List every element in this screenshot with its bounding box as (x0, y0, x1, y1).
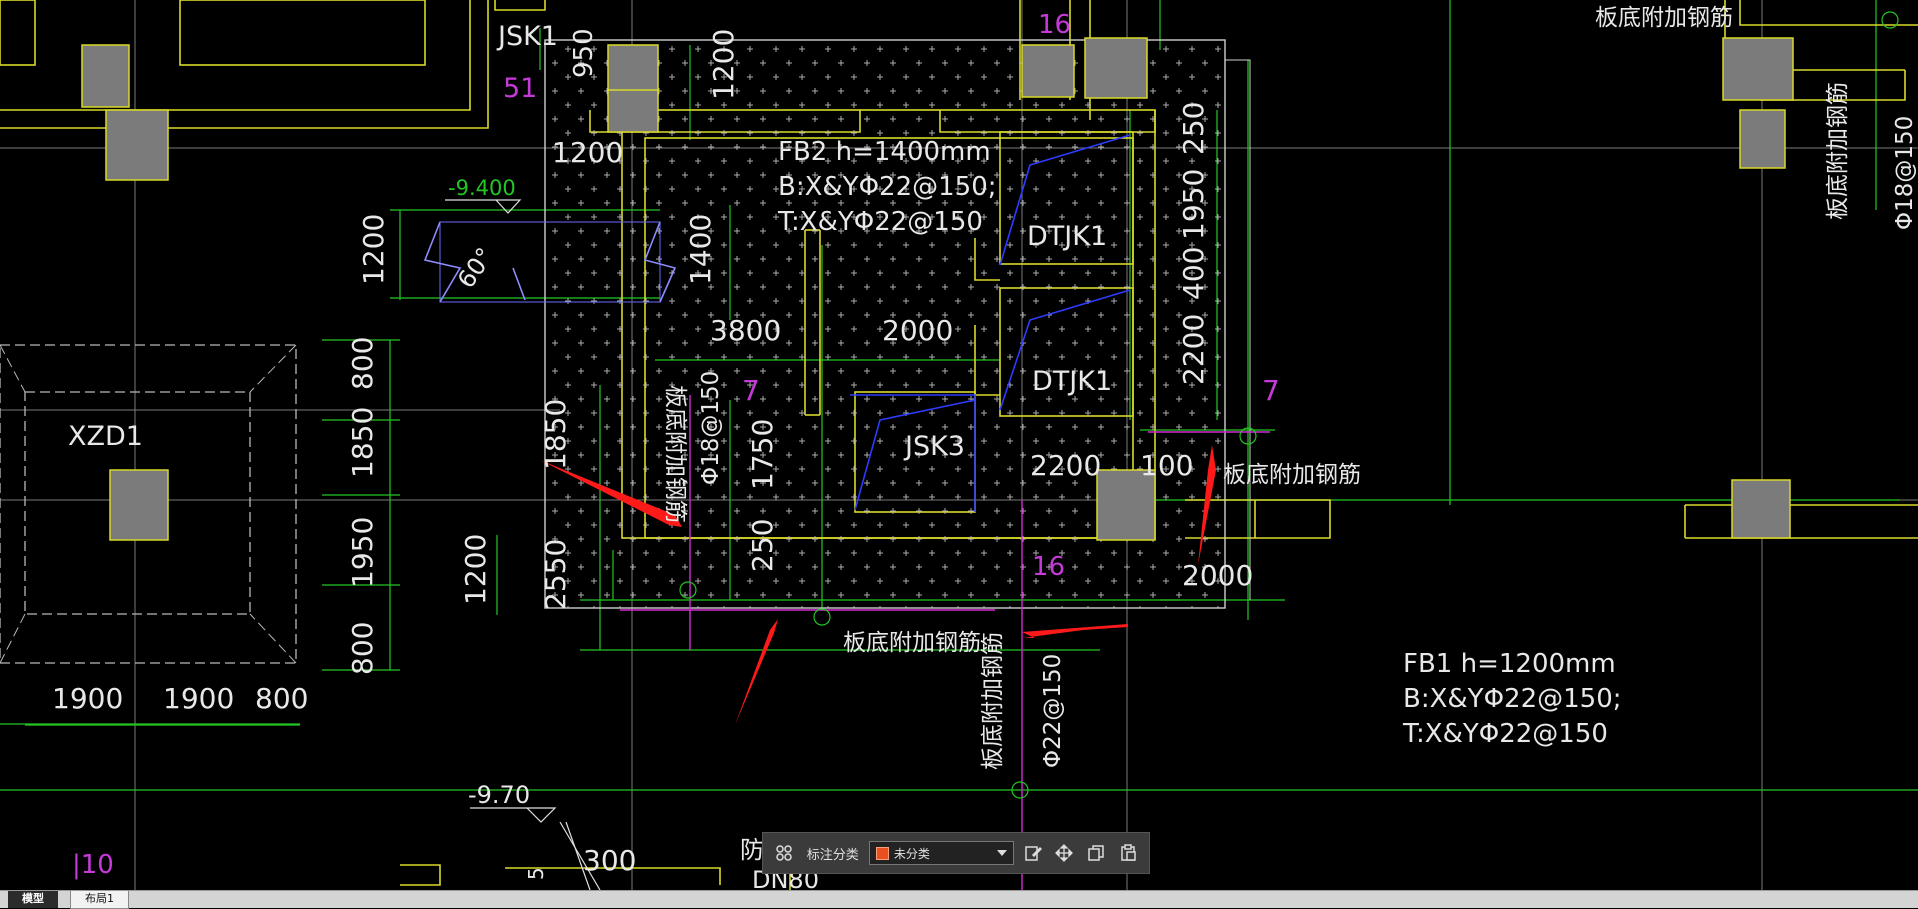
dim-v-1950-right: 1950 (1177, 169, 1210, 240)
fb1-line2: B:X&YΦ22@150; (1403, 684, 1622, 714)
grid-menu-icon[interactable] (771, 840, 797, 866)
elevation-970: -9.70 (468, 781, 530, 809)
dim-h-2200: 2200 (1030, 449, 1101, 482)
dim-v-250-top: 250 (1177, 102, 1210, 155)
annotation-toolbar: 标注分类 未分类 (762, 832, 1150, 874)
fb2-line1: FB2 h=1400mm (778, 137, 991, 167)
stair-lines (423, 134, 1131, 512)
rebar-note-top-right: 板底附加钢筋 (1595, 5, 1733, 31)
dim-v-400: 400 (1177, 247, 1210, 300)
chevron-down-icon (996, 850, 1007, 856)
magenta-lines (620, 395, 1270, 890)
dim-h-3800: 3800 (710, 314, 781, 347)
edit-icon[interactable] (1020, 840, 1046, 866)
dim-v-800-top: 800 (346, 337, 379, 390)
category-label: 标注分类 (806, 847, 859, 863)
rebar-spec-18-right: Φ18@150 (1892, 116, 1918, 230)
dim-v-1950: 1950 (346, 517, 379, 588)
dim-h-100: 100 (1140, 449, 1193, 482)
label-axis-16-top: 16 (1038, 10, 1071, 40)
dim-v-1850-mid: 1850 (539, 399, 572, 470)
rebar-spec-22: Φ22@150 (1040, 654, 1066, 768)
dim-v-1200-left: 1200 (357, 214, 390, 285)
column-squares (81, 37, 1794, 541)
dim-h-1900-a: 1900 (52, 682, 123, 715)
label-jsk1: JSK1 (496, 21, 558, 52)
dim-v-1200-top: 1200 (707, 29, 740, 100)
fb1-line3: T:X&YΦ22@150 (1402, 719, 1608, 749)
fb2-line2: B:X&YΦ22@150; (778, 172, 997, 202)
label-5: 5 (524, 867, 548, 880)
dim-h-2000-b: 2000 (1182, 559, 1253, 592)
dim-v-800-bottom: 800 (346, 622, 379, 675)
tab-model[interactable]: 模型 (8, 891, 58, 908)
slope-label: 60° (452, 243, 499, 294)
dim-v-1750: 1750 (746, 419, 779, 490)
axis-label-7-left: 7 (742, 374, 760, 407)
category-value: 未分类 (893, 846, 930, 861)
axis-label-16-bottom: 16 (1032, 552, 1065, 582)
column-footprint-xzd1 (0, 344, 297, 664)
dim-v-1200-bottom: 1200 (459, 534, 492, 605)
tab-layout1[interactable]: 布局1 (70, 891, 129, 909)
layout-tab-bar: 模型 布局1 (0, 890, 1918, 909)
label-51: 51 (503, 73, 537, 104)
drawing-texts: JSK1 51 16 FB2 h=1400mm B:X&YΦ22@150; T:… (52, 5, 1918, 890)
grid-bubbles (679, 11, 1899, 799)
fb2-line3: T:X&YΦ22@150 (777, 207, 983, 237)
rebar-note-right: 板底附加钢筋 (1223, 462, 1361, 488)
category-select[interactable]: 未分类 (868, 841, 1014, 865)
category-color-swatch (875, 846, 889, 860)
dim-h-2000: 2000 (882, 314, 953, 347)
copy-icon[interactable] (1083, 840, 1109, 866)
dim-h-300: 300 (583, 844, 636, 877)
dim-v-2550: 2550 (539, 539, 572, 610)
pit-label-dtjk1-a: DTJK1 (1027, 221, 1107, 252)
elevation-9400: -9.400 (448, 176, 516, 200)
cad-drawing-canvas[interactable]: JSK1 51 16 FB2 h=1400mm B:X&YΦ22@150; T:… (0, 0, 1918, 890)
axis-label-7-right: 7 (1262, 374, 1280, 407)
label-fang: 防 (740, 836, 764, 864)
elevation-markers (445, 199, 601, 890)
column-label-xzd1: XZD1 (68, 421, 143, 452)
dim-h-1200: 1200 (552, 136, 623, 169)
paste-icon[interactable] (1115, 840, 1141, 866)
dim-h-1900-b: 1900 (163, 682, 234, 715)
axis-label-10: |10 (72, 850, 114, 880)
dim-v-250-bottom: 250 (746, 519, 779, 572)
rebar-note-far-right-vertical: 板底附加钢筋 (1825, 82, 1851, 220)
rebar-note-bottom: 板底附加钢筋 (843, 630, 981, 656)
dim-h-800: 800 (255, 682, 308, 715)
dim-v-1400: 1400 (684, 214, 717, 285)
dim-v-1850: 1850 (346, 407, 379, 478)
dim-v-2200: 2200 (1177, 314, 1210, 385)
pit-label-jsk3: JSK3 (903, 431, 965, 462)
rebar-spec-18-left: Φ18@150 (698, 371, 724, 485)
fb1-line1: FB1 h=1200mm (1403, 649, 1616, 679)
pit-label-dtjk1-b: DTJK1 (1032, 366, 1112, 397)
red-arrows (540, 445, 1216, 725)
rebar-note-left-vertical: 板底附加钢筋 (662, 385, 688, 523)
rebar-note-bottom-vertical: 板底附加钢筋 (980, 632, 1006, 770)
dim-v-950: 950 (569, 28, 599, 78)
move-icon[interactable] (1052, 840, 1078, 866)
